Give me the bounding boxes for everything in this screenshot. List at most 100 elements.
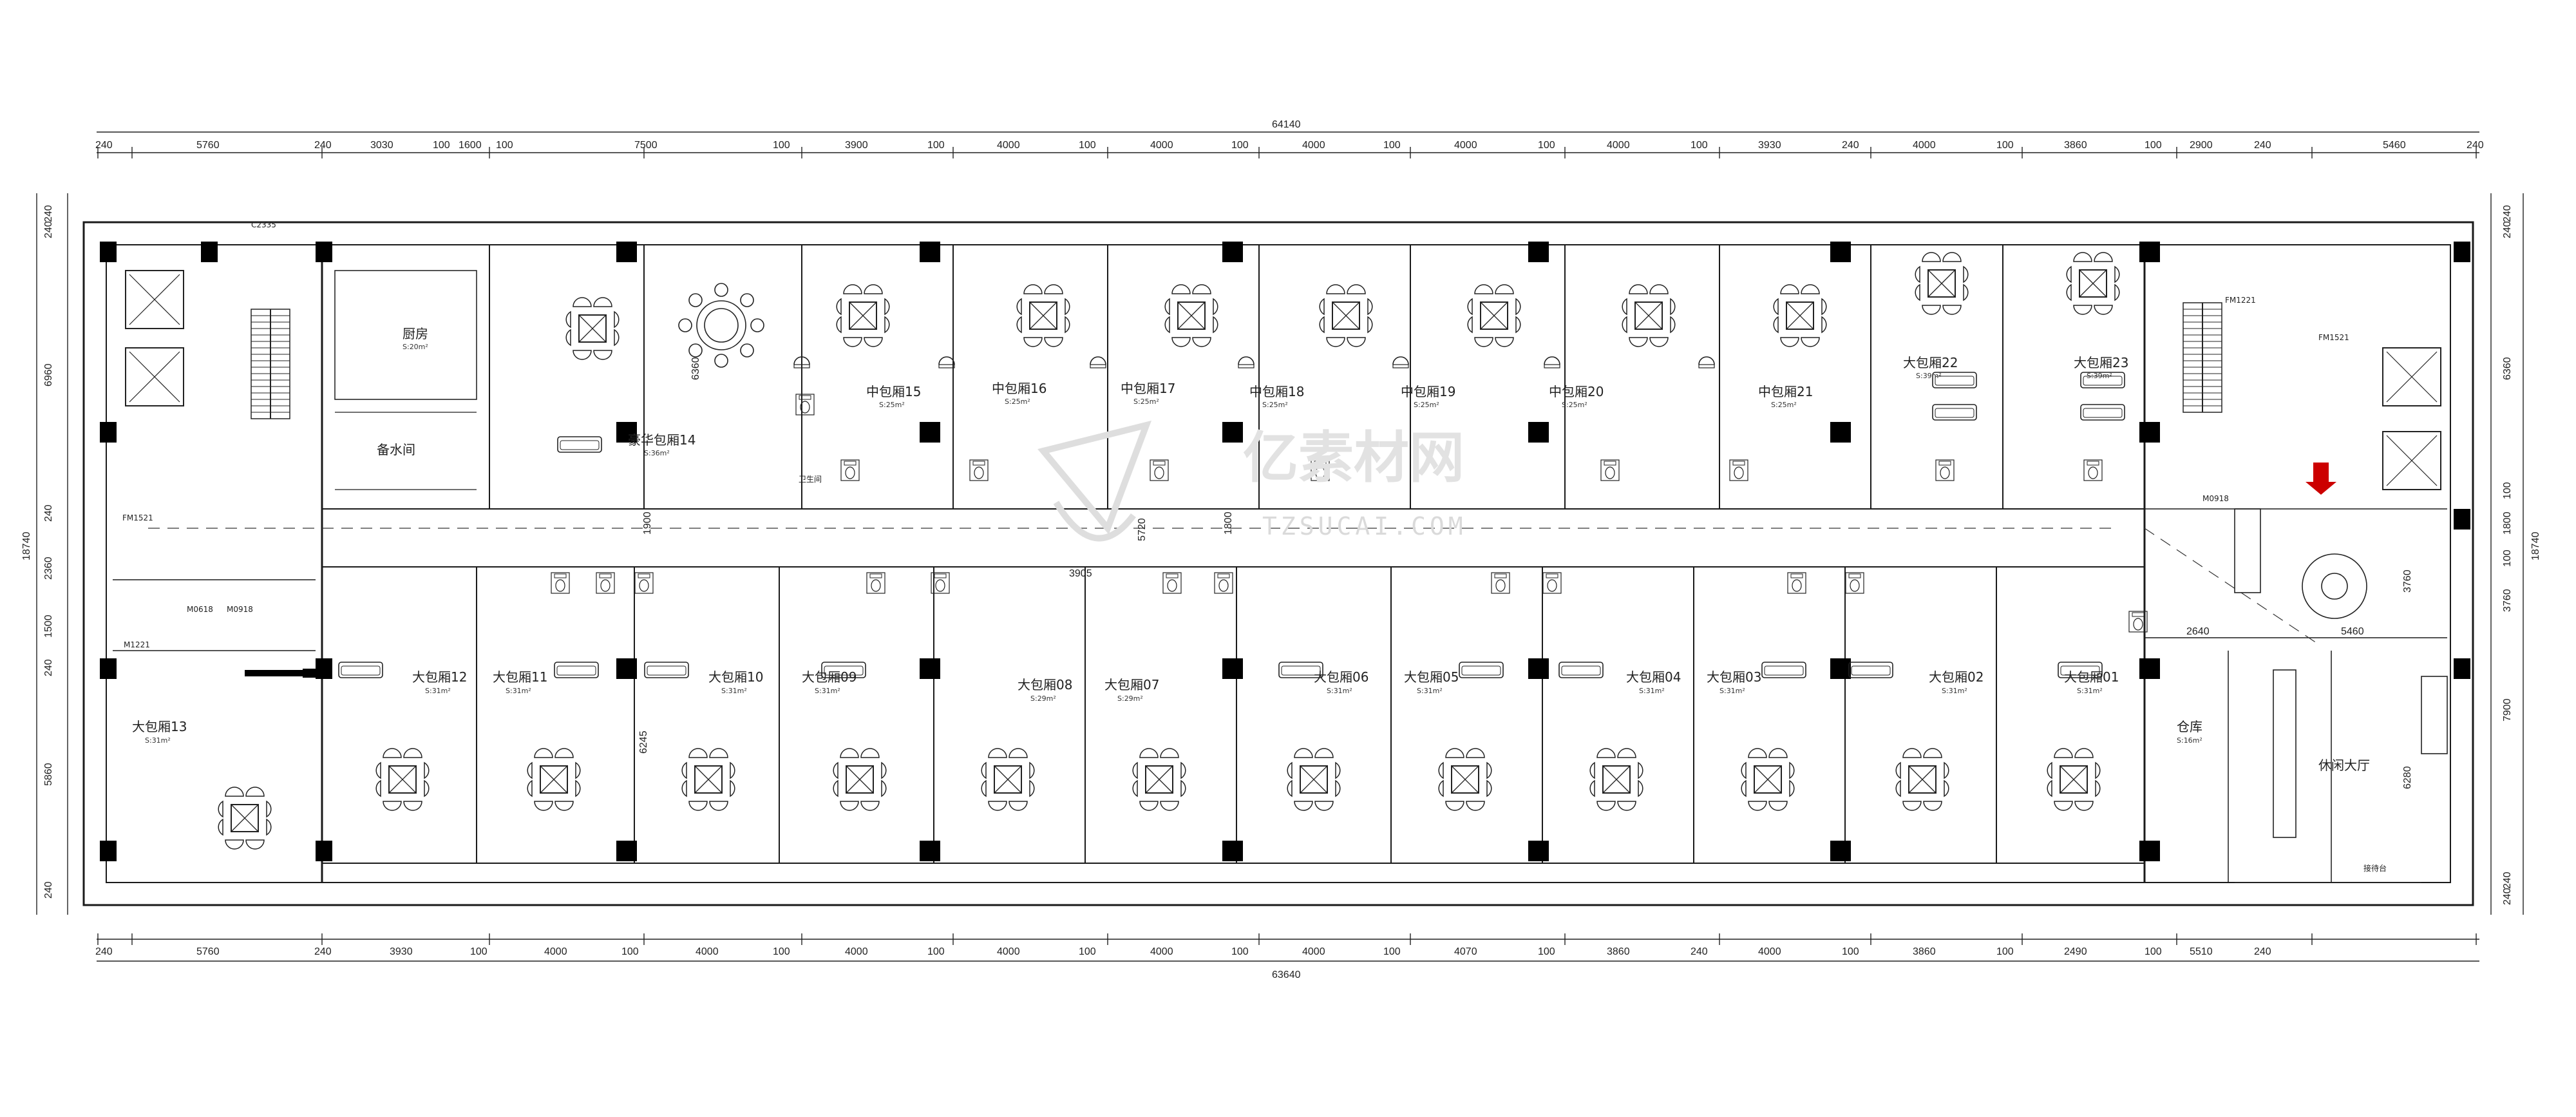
room-area-21: S:25m² — [1771, 401, 1797, 409]
top-dim: 100 — [2145, 140, 2162, 151]
bottom-dim: 100 — [1842, 946, 1859, 957]
interior-dim: 6245 — [638, 730, 649, 754]
bottom-dim: 240 — [1690, 946, 1708, 957]
room-label-03: 大包厢03 — [1707, 669, 1761, 685]
left-dim: 240 — [43, 205, 54, 222]
room-area-19: S:25m² — [1414, 401, 1439, 409]
rooms-top-labels: 中包厢15 S:25m² 中包厢16 S:25m² 中包厢17 S:25m² 中… — [377, 326, 2128, 457]
top-dim: 100 — [1996, 140, 2014, 151]
bottom-dim: 5510 — [2190, 946, 2213, 957]
right-dim: 1800 — [2502, 511, 2513, 535]
top-dim: 4000 — [1913, 140, 1936, 151]
right-dimension-labels: 240 240 6360 100 1800 100 3760 7900 240 … — [2502, 205, 2513, 905]
top-total-dimension: 64140 — [1272, 119, 1301, 130]
top-dim: 3030 — [370, 140, 393, 151]
room-label-01: 大包厢01 — [2064, 669, 2119, 685]
door-tag-m1221: M1221 — [124, 640, 150, 649]
right-dim: 240 — [2502, 205, 2513, 222]
bottom-dim: 4000 — [1150, 946, 1173, 957]
bottom-dim: 100 — [1079, 946, 1096, 957]
interior-dim: 5460 — [2341, 626, 2364, 637]
top-dim: 4000 — [1607, 140, 1630, 151]
room-area-22: S:39m² — [1916, 372, 1942, 380]
interior-dim: 3760 — [2402, 569, 2413, 593]
building-walls — [82, 221, 2474, 906]
bottom-dim: 3860 — [1607, 946, 1630, 957]
room-label-18: 中包厢18 — [1249, 384, 1304, 399]
room-area-12: S:31m² — [425, 687, 451, 695]
lobby-features — [2234, 508, 2448, 883]
watermark-en: TZSUCAI.COM — [1262, 512, 1467, 540]
top-dim: 100 — [773, 140, 790, 151]
room-area-09: S:31m² — [815, 687, 840, 695]
bottom-dim: 4000 — [1758, 946, 1781, 957]
watermark-cn: 亿素材网 — [1243, 426, 1464, 490]
interior-dimension-labels: 6360 1900 5720 1800 3905 6245 2640 5460 … — [638, 357, 2413, 789]
kitchen-label: 厨房 — [402, 326, 428, 341]
bottom-total-dimension: 63640 — [1272, 969, 1301, 980]
interior-dim: 2640 — [2186, 626, 2210, 637]
top-dim: 4000 — [997, 140, 1020, 151]
top-dim: 240 — [2467, 140, 2484, 151]
bottom-dim: 100 — [621, 946, 639, 957]
bottom-dim: 100 — [773, 946, 790, 957]
rooms-bottom-labels: 大包厢12 S:31m² 大包厢11 S:31m² 大包厢10 S:31m² 大… — [132, 475, 2387, 873]
tables-top-row — [565, 252, 2120, 360]
storage-area: S:16m² — [2177, 736, 2202, 745]
room-area-02: S:31m² — [1942, 687, 1967, 695]
room-label-12: 大包厢12 — [412, 669, 467, 685]
door-tags: C2335 FM1521 FM1521 M0618 M0918 M0918 M1… — [122, 220, 2349, 649]
bottom-dim: 100 — [1383, 946, 1401, 957]
room-area-03: S:31m² — [1719, 687, 1745, 695]
room-area-20: S:25m² — [1562, 401, 1587, 409]
door-tag-m0918-left: M0918 — [227, 605, 253, 614]
left-dim: 240 — [43, 659, 54, 676]
stairs-left — [125, 270, 290, 419]
room-area-18: S:25m² — [1262, 401, 1288, 409]
right-dim: 100 — [2502, 482, 2513, 499]
top-dimension-labels: 240 5760 240 3030 100 1600 100 7500 100 … — [95, 140, 2484, 151]
bottom-dim: 240 — [314, 946, 332, 957]
bottom-dim: 4000 — [997, 946, 1020, 957]
room-area-08: S:29m² — [1030, 694, 1056, 703]
room-area-13: S:31m² — [145, 736, 171, 745]
room-label-04: 大包厢04 — [1626, 669, 1681, 685]
room-area-14: S:36m² — [644, 449, 670, 457]
interior-dim: 5720 — [1137, 518, 1148, 541]
room-area-11: S:31m² — [506, 687, 531, 695]
storage-label: 仓库 — [2177, 719, 2202, 734]
room-area-04: S:31m² — [1639, 687, 1665, 695]
interior-dim: 6360 — [690, 357, 701, 380]
room-label-22: 大包厢22 — [1903, 355, 1958, 370]
top-dim: 240 — [314, 140, 332, 151]
top-dim: 100 — [1383, 140, 1401, 151]
left-dim: 6960 — [43, 363, 54, 387]
room-area-07: S:29m² — [1117, 694, 1143, 703]
door-tag-c2335: C2335 — [251, 220, 276, 229]
stairs-right — [2183, 302, 2441, 490]
room-area-15: S:25m² — [879, 401, 905, 409]
bottom-dim: 4000 — [544, 946, 567, 957]
door-tag-fm1521-left: FM1521 — [122, 513, 153, 522]
bottom-dimension-labels: 240 5760 240 3930 100 4000 100 4000 100 … — [95, 946, 2271, 957]
room-area-10: S:31m² — [721, 687, 747, 695]
room-label-19: 中包厢19 — [1401, 384, 1455, 399]
left-dim: 240 — [43, 881, 54, 899]
reception-label: 接待台 — [2363, 863, 2387, 873]
room-area-17: S:25m² — [1133, 397, 1159, 406]
lobby-label: 休闲大厅 — [2318, 758, 2370, 773]
room-label-20: 中包厢20 — [1549, 384, 1604, 399]
bottom-dim: 100 — [1996, 946, 2014, 957]
room-label-06: 大包厢06 — [1314, 669, 1368, 685]
bottom-dim: 3860 — [1913, 946, 1936, 957]
top-dim: 100 — [1231, 140, 1249, 151]
bottom-dim: 100 — [2145, 946, 2162, 957]
room-label-21: 中包厢21 — [1758, 384, 1813, 399]
watermark: 亿素材网 TZSUCAI.COM — [1037, 420, 1467, 542]
bathroom-label: 卫生间 — [799, 475, 822, 484]
overall-dimensions: 64140 63640 18740 18740 — [21, 119, 2541, 980]
room-label-11: 大包厢11 — [493, 669, 547, 685]
top-dim: 3900 — [845, 140, 868, 151]
left-dimension-labels: 240 240 6960 240 2360 1500 240 5860 240 — [43, 205, 54, 899]
